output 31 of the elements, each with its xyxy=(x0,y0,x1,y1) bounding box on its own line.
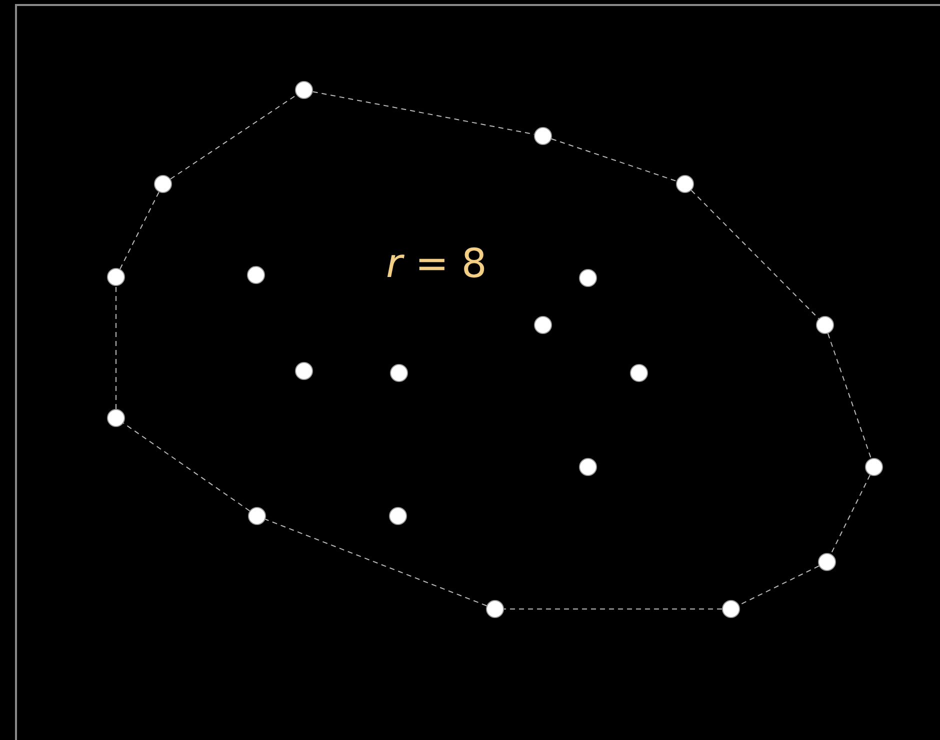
point-dot xyxy=(248,507,266,525)
dashed-line xyxy=(504,608,722,610)
dashed-line xyxy=(264,518,488,606)
point-dot xyxy=(722,600,740,618)
dashed-line xyxy=(738,565,820,606)
dashed-line xyxy=(690,190,820,320)
point-dot xyxy=(579,458,597,476)
point-dot xyxy=(486,600,504,618)
dashed-line xyxy=(120,192,160,270)
point-dot xyxy=(579,269,597,287)
point-dot xyxy=(865,458,883,476)
point-dot xyxy=(247,266,265,284)
point-dot xyxy=(676,175,694,193)
point-dot xyxy=(295,81,313,99)
point-dot xyxy=(390,364,408,382)
point-dot xyxy=(389,507,407,525)
dashed-line xyxy=(170,94,297,180)
dashed-line xyxy=(551,138,677,182)
point-dot xyxy=(816,316,834,334)
point-dot xyxy=(107,409,125,427)
dashed-line xyxy=(827,333,872,459)
radius-label: r = 8 xyxy=(386,240,487,288)
dashed-line xyxy=(122,422,250,512)
dashed-line xyxy=(830,474,870,554)
point-dot xyxy=(534,316,552,334)
point-dot xyxy=(534,127,552,145)
point-dot xyxy=(295,362,313,380)
point-dot xyxy=(818,553,836,571)
point-dot xyxy=(630,364,648,382)
point-dot xyxy=(107,268,125,286)
point-dot xyxy=(154,175,172,193)
